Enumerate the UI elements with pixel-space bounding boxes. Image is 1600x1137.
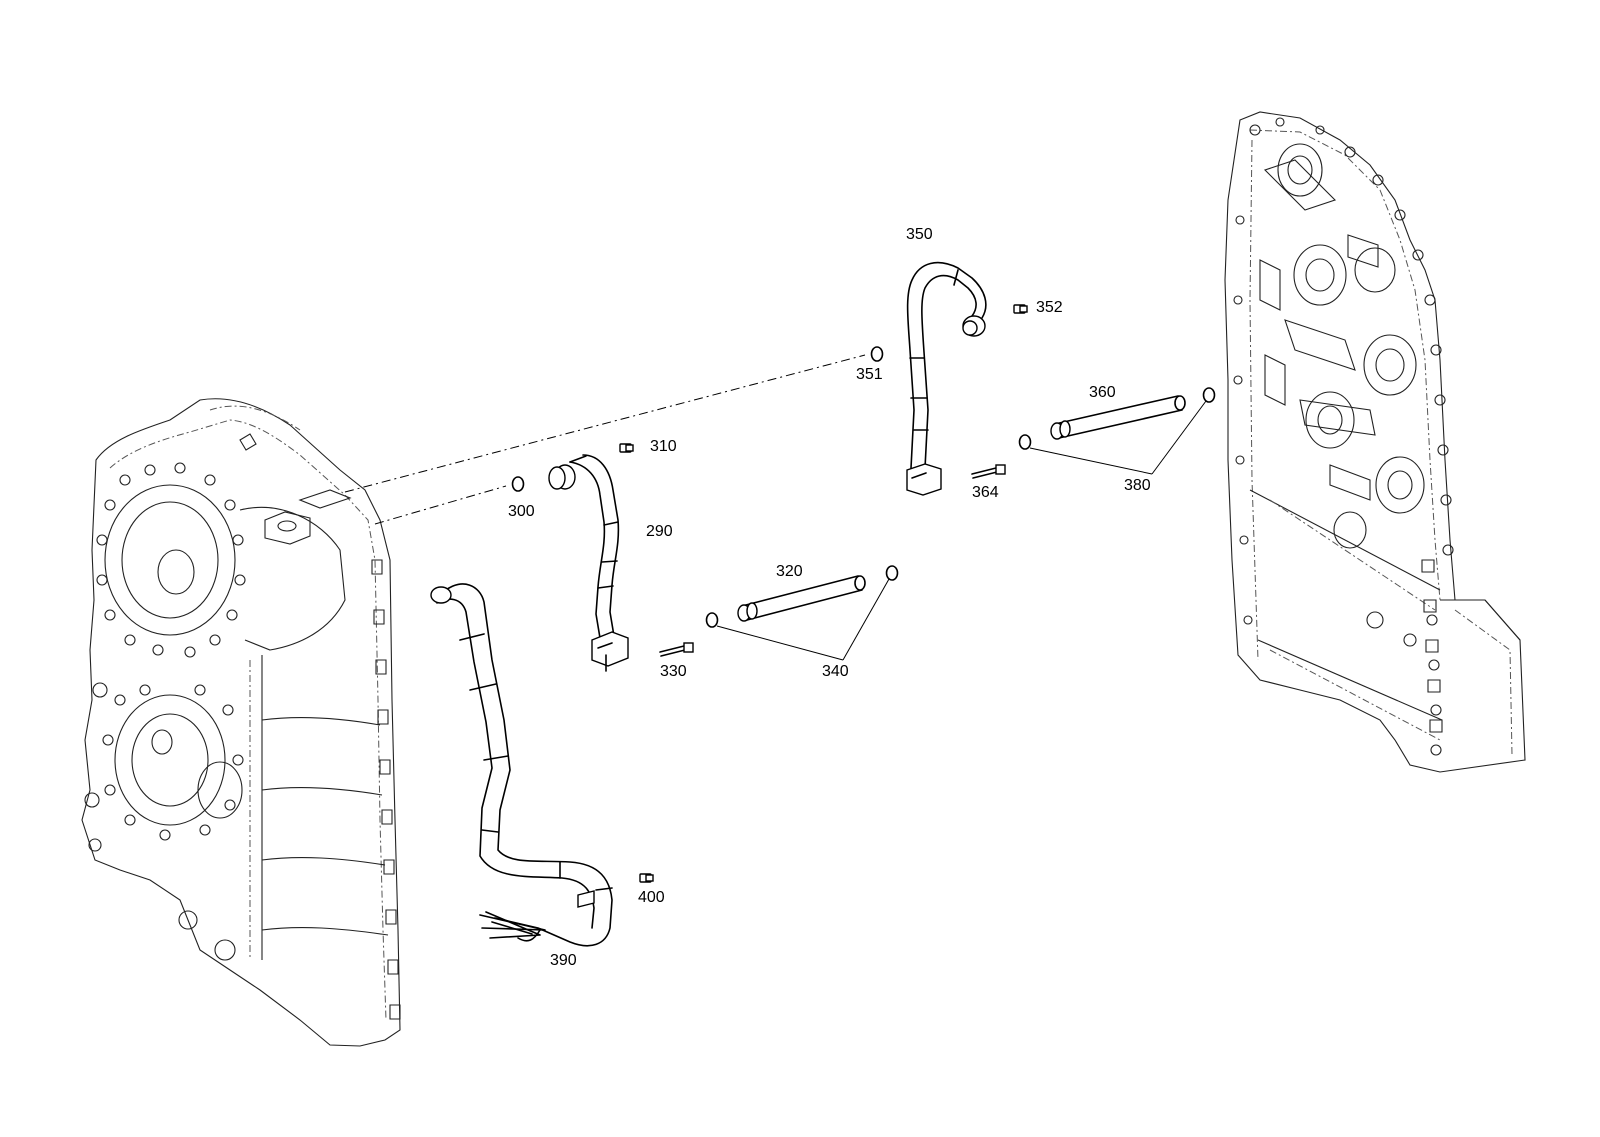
o-ring-340-b: [885, 565, 899, 581]
plug-352: [1013, 304, 1028, 314]
pipe-350: [906, 261, 987, 496]
leader-340-b: [842, 578, 890, 661]
callout-310: 310: [650, 438, 677, 455]
plug-400: [639, 873, 654, 883]
callout-390: 390: [550, 952, 577, 969]
callout-340: 340: [822, 663, 849, 680]
o-ring-300: [511, 476, 525, 492]
callout-352: 352: [1036, 299, 1063, 316]
callout-380: 380: [1124, 477, 1151, 494]
tube-360: [1050, 395, 1186, 440]
left-housing: [81, 398, 401, 1047]
callout-360: 360: [1089, 384, 1116, 401]
screw-364: [971, 464, 1006, 479]
assembly-centerlines: [344, 354, 866, 525]
screw-330: [659, 642, 694, 657]
callout-290: 290: [646, 523, 673, 540]
o-ring-380-b: [1202, 387, 1216, 403]
leader-380-b: [1151, 400, 1207, 475]
pipe-290: [548, 454, 629, 672]
tube-320: [737, 575, 866, 622]
o-ring-351: [870, 346, 884, 362]
callout-320: 320: [776, 563, 803, 580]
callout-364: 364: [972, 484, 999, 501]
leader-340-a: [716, 625, 844, 661]
o-ring-340-a: [705, 612, 719, 628]
callout-351: 351: [856, 366, 883, 383]
hose-390: [430, 583, 613, 947]
o-ring-380-a: [1018, 434, 1032, 450]
leader-380-a: [1029, 447, 1153, 475]
plug-310: [619, 443, 634, 453]
callout-350: 350: [906, 226, 933, 243]
callout-330: 330: [660, 663, 687, 680]
callout-300: 300: [508, 503, 535, 520]
callout-400: 400: [638, 889, 665, 906]
right-housing: [1224, 111, 1526, 773]
